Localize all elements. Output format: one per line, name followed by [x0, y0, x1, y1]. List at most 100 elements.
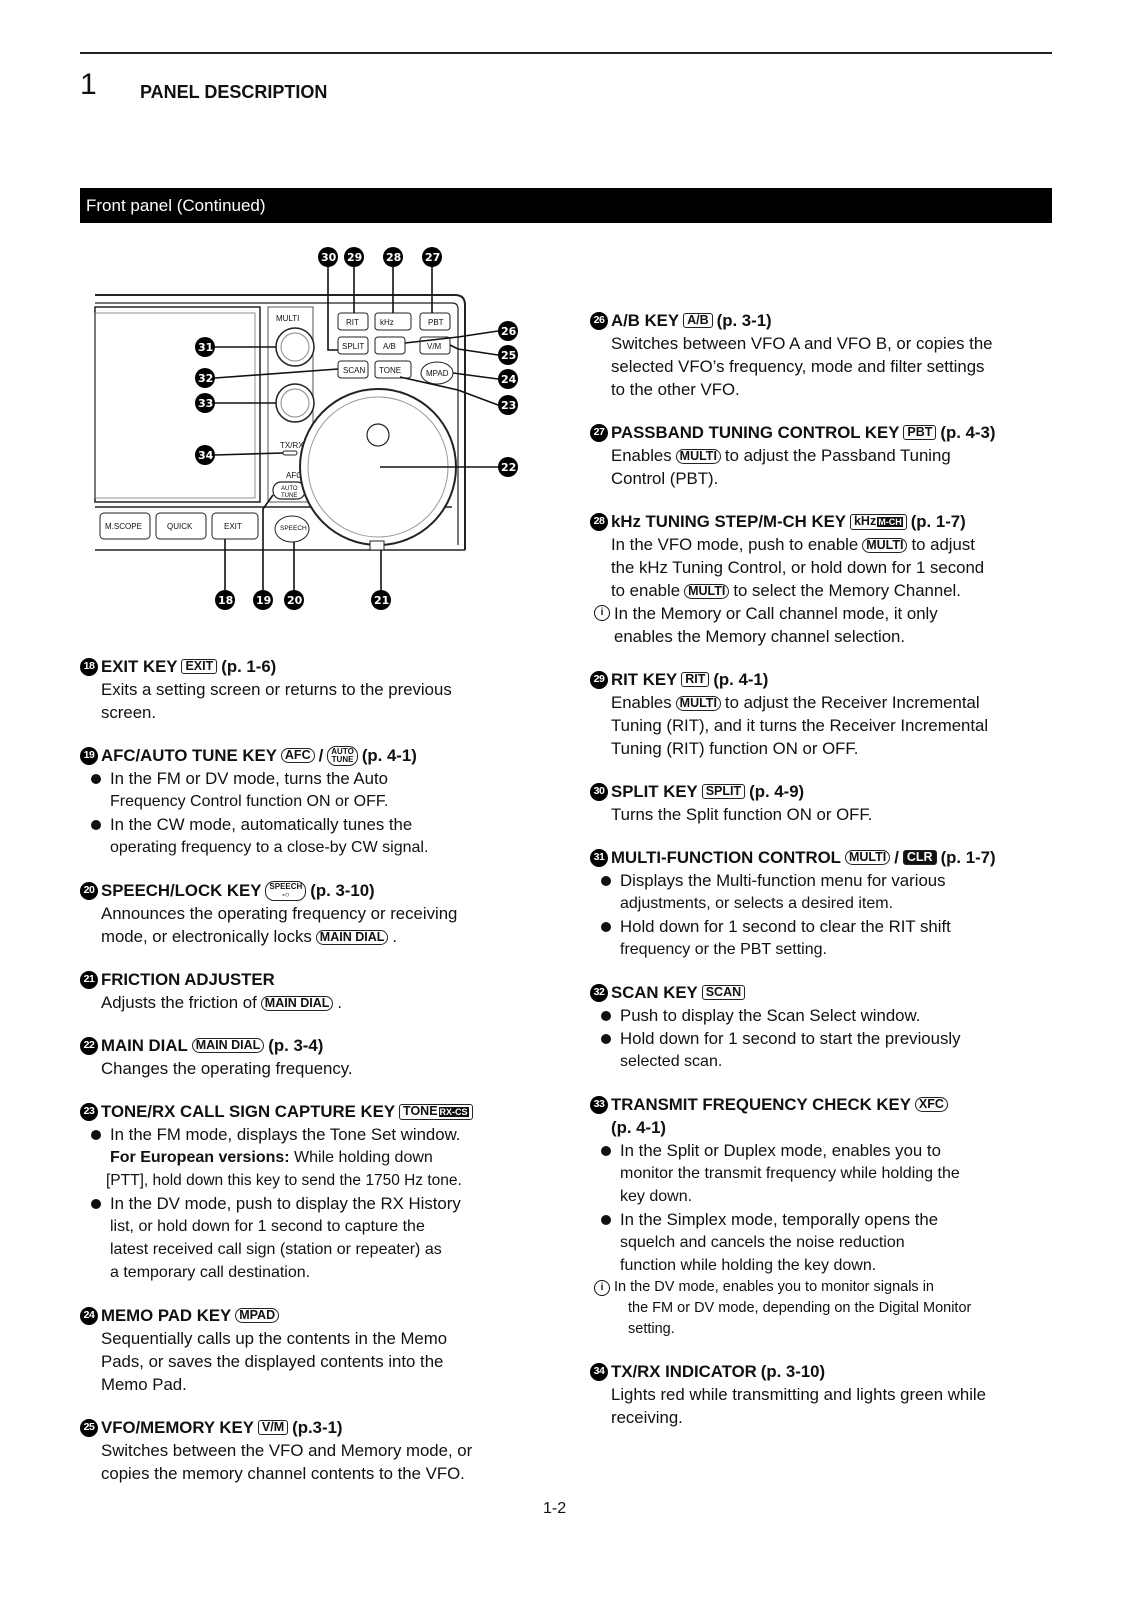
item-text: receiving. [611, 1408, 683, 1427]
page-ref: (p. 1-7) [910, 512, 966, 531]
section-bar: Front panel (Continued) [80, 188, 1052, 223]
item-title: RIT KEY [611, 670, 678, 689]
page-ref: (p. 4-1) [713, 670, 769, 689]
page-ref: (p. 3-10) [760, 1362, 826, 1381]
pbt-button[interactable] [419, 312, 451, 331]
callout-26: 26 [501, 325, 517, 338]
key-icon: RIT [681, 672, 710, 687]
item-title: MAIN DIAL [101, 1036, 188, 1055]
mscope-button[interactable] [99, 512, 151, 540]
item-text: Switches between the VFO and Memory mode… [101, 1441, 473, 1460]
multi-label: MULTI [276, 314, 299, 323]
key-main: TONE [403, 1103, 438, 1118]
key-icon: XFC [914, 1097, 948, 1112]
item-text: Control (PBT). [611, 469, 719, 488]
multi-key-icon: MULTI [684, 584, 730, 600]
callout-29: 29 [347, 251, 362, 264]
second-knob[interactable] [275, 383, 315, 423]
item-number: 24 [80, 1306, 98, 1325]
callout-20: 20 [287, 594, 303, 607]
item-text: Tuning (RIT) function ON or OFF. [611, 739, 859, 758]
dial-finger-grip [366, 423, 390, 447]
item-number: 21 [80, 970, 98, 989]
key-bottom: -○ [282, 889, 290, 899]
front-panel-diagram: MULTI TX/RX AFC AUTO TUNE RIT kHz PBT SP… [94, 247, 518, 610]
callout-23: 23 [501, 399, 516, 412]
item-text: Memo Pad. [101, 1375, 187, 1394]
item-text: the kHz Tuning Control, or hold down for… [611, 558, 985, 577]
split-button[interactable] [337, 336, 369, 355]
vm-button-label: V/M [427, 342, 442, 351]
item-title: kHz TUNING STEP/M-CH KEY [611, 512, 846, 531]
item-title: A/B KEY [611, 311, 680, 330]
info-note-cont: setting. [628, 1321, 675, 1337]
bullet-cont: key down. [620, 1188, 693, 1205]
bullet: Hold down for 1 second to clear the RIT … [590, 915, 1052, 938]
item-number: 18 [80, 657, 98, 676]
chapter-title: PANEL DESCRIPTION [140, 82, 328, 102]
item-text-part: to adjust the Receiver Incremental [724, 693, 980, 712]
callout-28: 28 [386, 251, 401, 264]
bullet-cont: operating frequency to a close-by CW sig… [110, 839, 429, 856]
ab-button[interactable] [374, 336, 406, 355]
euro-note: For European versions: While holding dow… [80, 1146, 540, 1169]
callout-18: 18 [218, 594, 233, 607]
note-text: In the Memory or Call channel mode, it o… [614, 604, 938, 623]
callout-27: 27 [425, 251, 440, 264]
item-number: 32 [590, 983, 608, 1002]
euro-label: For European versions: [110, 1149, 290, 1166]
item-text-part: to adjust the Passband Tuning [724, 446, 951, 465]
item-text-part: to enable [611, 581, 681, 600]
item-title: TRANSMIT FREQUENCY CHECK KEY [611, 1095, 911, 1114]
page-ref: (p. 4-9) [749, 782, 805, 801]
callout-22: 22 [501, 461, 516, 474]
speech-button[interactable] [274, 515, 310, 543]
note-text: In the DV mode, enables you to monitor s… [614, 1279, 934, 1295]
item-title: SPLIT KEY [611, 782, 698, 801]
tone-button[interactable] [374, 360, 412, 379]
exit-button-label: EXIT [224, 522, 242, 531]
key-icon: AFC [280, 748, 315, 763]
tune-label: TUNE [281, 493, 297, 499]
page-ref: (p. 3-10) [310, 881, 375, 900]
quick-button[interactable] [155, 512, 207, 540]
callout-33: 33 [198, 397, 213, 410]
exit-button[interactable] [211, 512, 259, 540]
item-title: PASSBAND TUNING CONTROL KEY [611, 423, 900, 442]
rit-button[interactable] [337, 312, 369, 331]
page-ref: (p. 4-1) [361, 746, 417, 765]
friction-adjuster[interactable] [369, 540, 385, 551]
bullet: In the FM or DV mode, turns the Auto [80, 767, 540, 790]
item-title: SCAN KEY [611, 983, 698, 1002]
item-number: 20 [80, 881, 98, 900]
item-title: FRICTION ADJUSTER [101, 970, 275, 989]
item-text-end: . [392, 927, 398, 946]
item-number: 22 [80, 1036, 98, 1055]
item-text: Changes the operating frequency. [101, 1059, 353, 1078]
multi-knob[interactable] [275, 327, 315, 367]
item-text: screen. [101, 703, 157, 722]
mpad-button-label: MPAD [426, 369, 449, 378]
item-text-part: mode, or electronically locks [101, 927, 312, 946]
split-button-label: SPLIT [342, 342, 364, 351]
quick-button-label: QUICK [167, 522, 193, 531]
callout-32: 32 [198, 372, 213, 385]
page-ref: (p. 4-1) [611, 1118, 667, 1137]
key-icon: V/M [257, 1420, 289, 1435]
key-icon: MAIN DIAL [191, 1038, 265, 1053]
item-number: 27 [590, 423, 608, 442]
item-text: Lights red while transmitting and lights… [611, 1385, 986, 1404]
callout-31: 31 [198, 341, 213, 354]
bullet: Push to display the Scan Select window. [590, 1004, 1052, 1027]
